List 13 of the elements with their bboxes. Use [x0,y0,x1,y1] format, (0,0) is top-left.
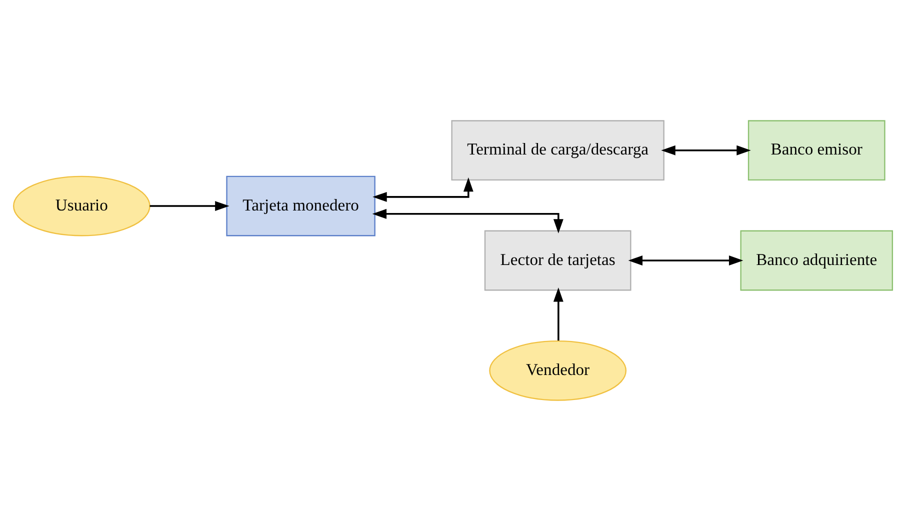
arrow [150,200,230,210]
arrow [372,208,564,233]
node-box: Lector de tarjetas [484,230,632,290]
arrow [553,287,564,340]
node-ellipse: Vendedor [489,340,627,400]
node-box: Banco emisor [748,120,886,180]
arrow [661,144,751,155]
arrow [628,255,744,265]
node-ellipse: Usuario [12,175,150,236]
node-box: Terminal de carga/descarga [451,120,664,180]
node-box: Tarjeta monedero [226,175,376,236]
node-box: Banco adquiriente [740,230,894,290]
arrow [372,176,474,202]
